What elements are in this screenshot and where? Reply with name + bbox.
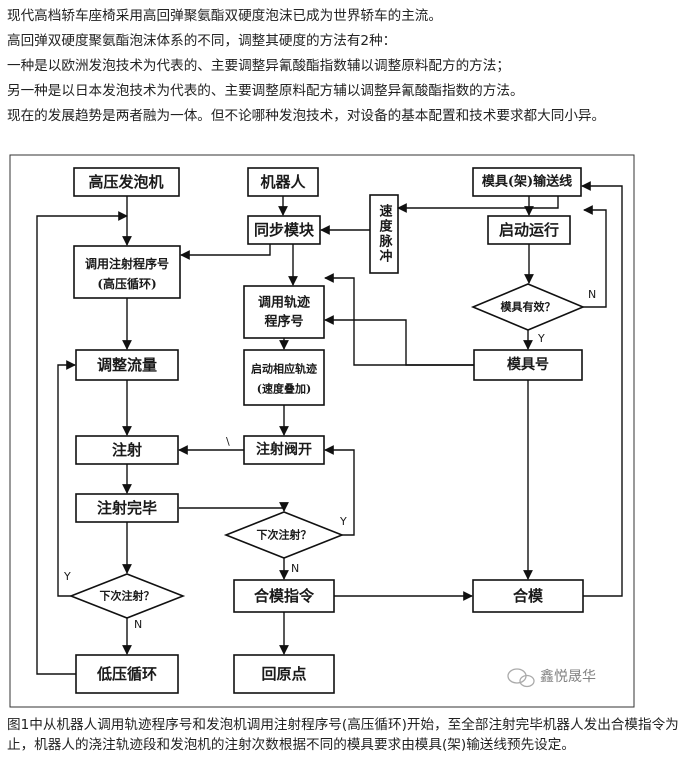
arrow-valid-no-loop — [583, 205, 607, 308]
low-pressure-loop-label: 低压循环 — [96, 665, 157, 683]
return-origin-label: 回原点 — [261, 665, 306, 683]
injection-done-box — [75, 493, 179, 523]
left-check-no-marker: N — [134, 618, 142, 631]
intro-line-3: 一种是以欧洲发泡技术为代表的、主要调整异氰酸酯指数辅以调整原料配方的方法； — [7, 58, 510, 74]
next-injection-mid-label: 下次注射？ — [257, 528, 312, 542]
start-track-label-2: (速度叠加) — [257, 382, 311, 396]
intro-line-1: 现代高档轿车座椅采用高回弹聚氨酯双硬度泡沫已成为世界轿车的主流。 — [7, 8, 442, 24]
injection-done-label: 注射完毕 — [97, 499, 157, 517]
intro-line-4: 另一种是以日本发泡技术为代表的、主要调整原料配方辅以调整异氰酸酯指数的方法。 — [7, 83, 524, 99]
arrow-sync-to-callinj — [180, 244, 271, 260]
high-pressure-machine-label: 高压发泡机 — [88, 173, 163, 191]
left-check-yes-marker: Y — [63, 570, 71, 583]
arrow-moldnum-to-calltrack-2 — [324, 315, 474, 366]
flowchart: 高压发泡机 机器人 模具(架)输送线 同步模块 启动运行 调用注射程序号 (高压… — [9, 154, 635, 708]
start-track-label-1: 启动相应轨迹 — [251, 362, 317, 376]
close-mold-label: 合模 — [512, 587, 544, 605]
arrow-done-to-midcheck — [179, 502, 289, 512]
arrow-moldnum-to-calltrack — [324, 273, 474, 366]
arrow-conveyor-to-speed — [397, 196, 559, 213]
arrow-lowpressure-loop — [36, 211, 128, 675]
arrow-leftcheck-yes — [57, 360, 76, 597]
call-track-prog-label-2: 程序号 — [264, 314, 303, 330]
injection-valve-open-label: 注射阀开 — [256, 441, 312, 458]
intro-line-5: 现在的发展趋势是两者融为一体。但不论哪种发泡技术，对设备的基本配置和技术要求都大… — [7, 108, 606, 124]
mold-valid-label: 模具有效？ — [501, 300, 556, 314]
speed-pulse-box — [369, 194, 399, 274]
call-track-prog-box — [243, 285, 325, 339]
call-injection-prog-label-2: (高压循环) — [97, 276, 156, 291]
adjust-flow-box — [75, 349, 179, 381]
call-track-prog-label-1: 调用轨迹 — [258, 295, 310, 311]
mid-check-no-marker: N — [291, 562, 299, 575]
adjust-flow-label: 调整流量 — [97, 356, 157, 374]
diagram-frame — [9, 154, 635, 708]
mold-conveyor-box — [472, 167, 582, 197]
injection-valve-open-box — [243, 435, 325, 465]
wechat-icon — [507, 668, 535, 688]
low-pressure-loop-box — [75, 654, 179, 694]
call-injection-prog-box — [73, 245, 181, 299]
return-origin-box — [233, 654, 335, 694]
start-track-box — [243, 349, 325, 406]
mold-number-box — [473, 349, 583, 381]
robot-label: 机器人 — [260, 173, 306, 191]
sync-module-label: 同步模块 — [254, 221, 315, 239]
inject-label: 注射 — [112, 441, 142, 459]
intro-line-2: 高回弹双硬度聚氨酯泡沫体系的不同，调整其硬度的方法有2种： — [7, 33, 397, 49]
figure-caption: 图1中从机器人调用轨迹程序号和发泡机调用注射程序号(高压循环)开始，至全部注射完… — [7, 717, 679, 753]
speed-pulse-label: 速度脉冲 — [377, 203, 394, 264]
start-run-box — [487, 215, 571, 245]
call-injection-prog-label-1: 调用注射程序号 — [85, 256, 169, 271]
mid-check-yes-marker: Y — [339, 515, 347, 528]
valve-tick-marker: \ — [226, 435, 230, 448]
sync-module-box — [247, 215, 321, 245]
arrow-midcheck-yes — [324, 445, 355, 536]
watermark-text: 鑫悦晟华 — [540, 668, 596, 685]
next-injection-left-label: 下次注射？ — [100, 589, 155, 603]
close-mold-cmd-label: 合模指令 — [253, 587, 315, 605]
arrow-close-to-conveyor — [581, 181, 623, 597]
watermark: 鑫悦晟华 — [507, 668, 596, 688]
start-run-label: 启动运行 — [499, 221, 559, 239]
mold-conveyor-label: 模具(架)输送线 — [482, 174, 572, 190]
mold-valid-yes-marker: Y — [537, 332, 545, 345]
mold-number-label: 模具号 — [507, 356, 549, 373]
mold-valid-no-marker: N — [588, 288, 596, 301]
